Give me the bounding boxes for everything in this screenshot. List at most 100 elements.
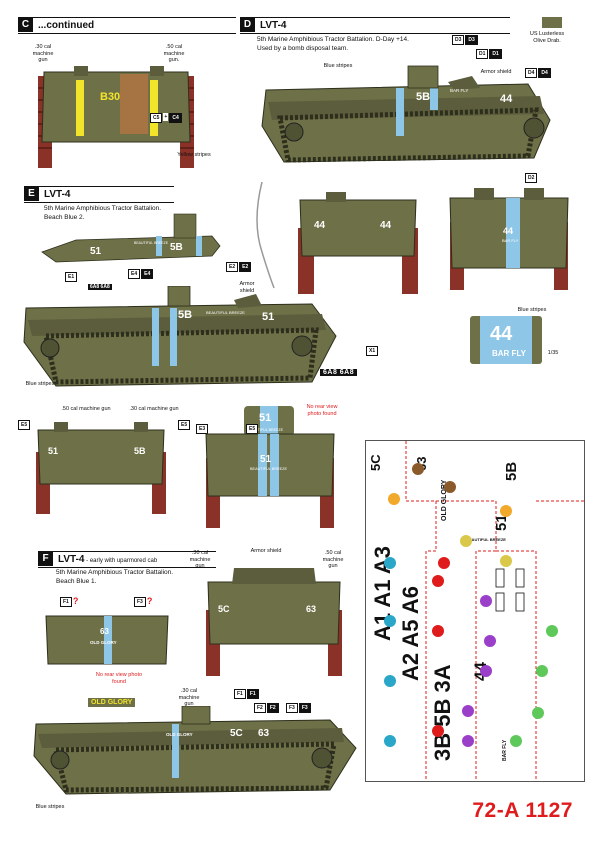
section-f-letter: F bbox=[38, 550, 53, 566]
blue-stripes-label-e: Blue stripes bbox=[25, 381, 55, 387]
section-d-desc: 5th Marine Amphibious Tractor Battalion.… bbox=[257, 36, 409, 53]
e-side-number: 5B bbox=[178, 309, 192, 321]
swatch-label-1: US Lusterless bbox=[529, 31, 565, 37]
mg50-label-f: .50 cal machine gun bbox=[322, 550, 344, 569]
d-side-number: 5B bbox=[416, 91, 430, 103]
tag-c5: C5 bbox=[150, 113, 163, 123]
section-e-desc: 5th Marine Amphibious Tractor Battalion.… bbox=[44, 205, 161, 222]
d-big-name: BAR FLY bbox=[492, 349, 527, 358]
tag-e1: E1 bbox=[65, 272, 78, 282]
decal-bar-fly: BAR FLY bbox=[502, 739, 508, 761]
section-d-title: LVT-4 bbox=[260, 20, 287, 31]
decal-old-glory: OLD GLORY bbox=[441, 479, 448, 521]
decal-5c: 5C bbox=[368, 454, 383, 471]
e-front-side: 5B bbox=[134, 446, 146, 456]
armor-shield-label-d: Armor shield bbox=[480, 69, 512, 75]
f-front-number: 63 bbox=[306, 604, 316, 614]
decal-sheet-art: 5C 63 5B OLD GLORY 51 44 BAR FLY BEAUTIF… bbox=[368, 441, 584, 781]
svg-text:3B 5B 3A: 3B 5B 3A bbox=[430, 664, 455, 761]
no-rear-view-label-f: No rear view photo found bbox=[95, 672, 143, 685]
section-f-desc-2: Beach Blue 1. bbox=[56, 577, 97, 585]
section-d-desc-2: Used by a bomb disposal team. bbox=[257, 44, 349, 52]
section-e-title: LVT-4 bbox=[44, 189, 71, 200]
yellow-stripes-label: Yellow stripes bbox=[177, 152, 211, 158]
armor-shield-label-e: Armor shield bbox=[239, 281, 255, 294]
tag-e5-right: E5 bbox=[178, 420, 191, 430]
vehicle-c-rear-view: B30 bbox=[38, 66, 194, 168]
d-big-number: 44 bbox=[490, 323, 513, 345]
d-front-number: 44 bbox=[314, 220, 326, 231]
f-old-glory-plate: OLD GLORY bbox=[88, 698, 136, 707]
blue-stripes-label-d: Blue stripes bbox=[323, 63, 353, 69]
vehicle-d-front-view: 44 44 bbox=[298, 192, 418, 294]
section-f-title: LVT-4 bbox=[58, 554, 85, 565]
c-hull-number: B30 bbox=[100, 91, 120, 103]
section-f-title-suffix: - early with uparmored cab bbox=[84, 558, 158, 564]
x-plate: 6A8 6A8 bbox=[320, 369, 358, 376]
section-f-desc-1: 5th Marine Amphibious Tractor Battalion. bbox=[56, 569, 174, 576]
vehicle-f-front-view: 5C 63 bbox=[206, 568, 342, 676]
f-front-side: 5C bbox=[218, 604, 230, 614]
section-c-letter: C bbox=[18, 16, 33, 32]
tag-f1-top: F1? bbox=[60, 597, 79, 607]
vehicle-f-side-view: OLD GLORY 5C 63 bbox=[33, 706, 357, 795]
divider-curve bbox=[256, 182, 275, 289]
blue-stripes-label-d2: Blue stripes bbox=[517, 307, 547, 313]
d-side-number-2: 44 bbox=[500, 93, 513, 105]
f-side-name: OLD GLORY bbox=[166, 732, 193, 737]
section-c-header: C ...continued bbox=[18, 16, 236, 34]
olive-drab-swatch bbox=[542, 17, 562, 28]
tag-plus: + bbox=[163, 113, 169, 121]
vehicle-e-side-view: 5B 51 BEAUTIFUL BREEZE bbox=[23, 286, 337, 387]
e-side-number-2: 51 bbox=[262, 311, 274, 323]
d-rear-name: BAR FLY bbox=[502, 238, 519, 243]
mg30-label-f: .30 cal machine gun bbox=[189, 550, 211, 569]
bar-fly-decal-detail: 44 BAR FLY bbox=[470, 316, 542, 364]
e-side-name: BEAUTIFUL BREEZE bbox=[206, 310, 245, 315]
vehicle-e-front-view: 51 5B bbox=[36, 422, 166, 514]
tag-c4: C4 bbox=[169, 113, 182, 123]
e-rear-plate-number: 51 bbox=[259, 412, 271, 424]
section-e-desc-2: Beach Blue 2. bbox=[44, 213, 85, 221]
vehicle-d-side-view: 5B 44 BAR FLY bbox=[261, 65, 551, 163]
e-front-number: 51 bbox=[48, 446, 58, 456]
decal-51: 51 bbox=[493, 514, 510, 531]
e-rear-name: BEAUTIFUL BREEZE bbox=[250, 467, 287, 471]
decal-beautiful-breeze: BEAUTIFUL BREEZE bbox=[466, 537, 506, 542]
section-d-desc-1: 5th Marine Amphibious Tractor Battalion.… bbox=[257, 36, 409, 43]
section-e-desc-1: 5th Marine Amphibious Tractor Battalion. bbox=[44, 205, 162, 212]
e-plate-top: 6A8 6A8 bbox=[88, 284, 112, 290]
tag-x1: X1 bbox=[366, 346, 379, 356]
section-e-letter: E bbox=[24, 185, 39, 201]
e-top-number: 51 bbox=[90, 246, 102, 257]
mg30-label-c: .30 cal machine gun bbox=[32, 44, 54, 63]
section-f-desc: 5th Marine Amphibious Tractor Battalion.… bbox=[56, 569, 173, 586]
e-rear-plate-name: BEAUTIFUL BREEZE bbox=[248, 428, 284, 432]
f-side-number-2: 63 bbox=[258, 728, 270, 739]
svg-text:A2 A5 A6: A2 A5 A6 bbox=[398, 586, 423, 681]
armor-shield-label-f: Armor shield bbox=[250, 548, 282, 554]
decal-sheet: 5C 63 5B OLD GLORY 51 44 BAR FLY BEAUTIF… bbox=[365, 440, 585, 782]
e-rear-number: 51 bbox=[260, 454, 272, 465]
tag-d2: D2 bbox=[525, 173, 538, 183]
mg30-label-e: .30 cal machine gun bbox=[129, 406, 179, 412]
scale-label: 1/35 bbox=[547, 350, 559, 356]
f-rear-name: OLD GLORY bbox=[90, 640, 117, 645]
vehicle-d-rear-view: 44 BAR FLY bbox=[449, 188, 569, 290]
mg50-label-c: .50 cal machine gun. bbox=[163, 44, 185, 63]
vehicle-e-rear-view: 51 BEAUTIFUL BREEZE bbox=[205, 433, 335, 528]
blue-stripes-label-f: Blue stripes bbox=[35, 804, 65, 810]
section-e-header: E LVT-4 bbox=[24, 185, 174, 203]
tag-c5-c4: C5+C4 bbox=[150, 113, 182, 123]
section-d-header: D LVT-4 bbox=[240, 16, 510, 34]
vehicle-f-rear-view: 63 OLD GLORY bbox=[45, 615, 169, 665]
d-front-number-2: 44 bbox=[380, 220, 392, 231]
